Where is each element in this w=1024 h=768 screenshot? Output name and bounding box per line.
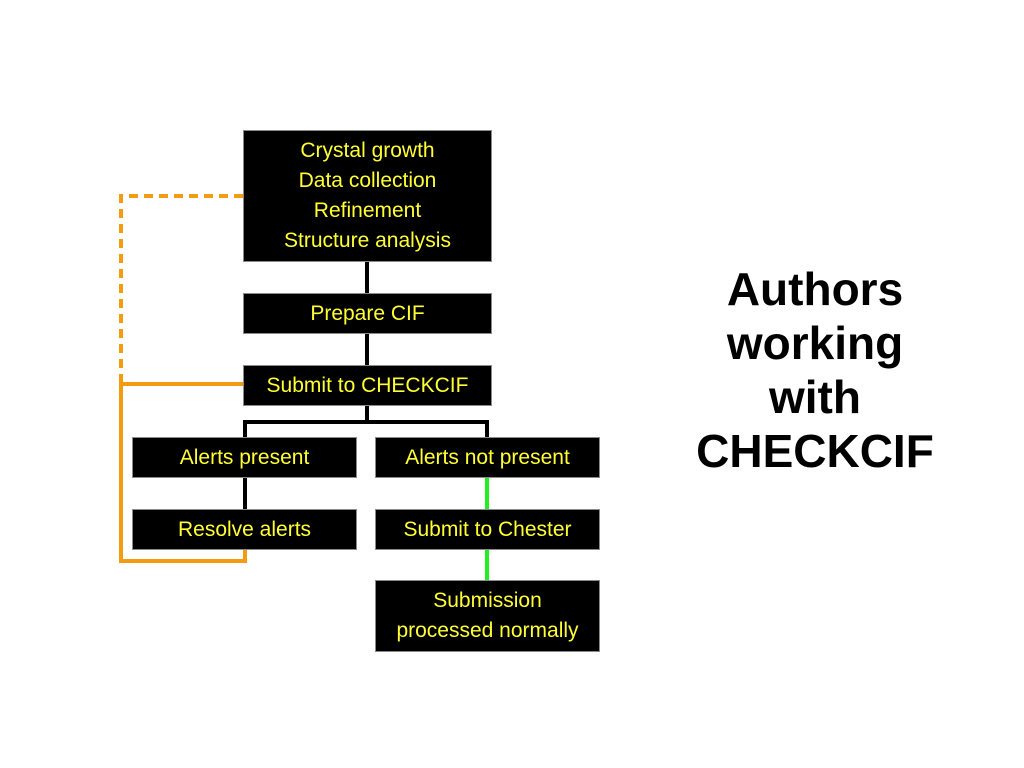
processed-line-2: processed normally — [396, 619, 579, 642]
submit-checkcif-box: Submit to CHECKCIF — [243, 365, 492, 406]
step-structure-analysis: Structure analysis — [284, 229, 451, 252]
prepare-cif-box: Prepare CIF — [243, 293, 492, 334]
research-steps-box: Crystal growth Data collection Refinemen… — [243, 130, 492, 262]
submit-chester-label: Submit to Chester — [403, 517, 572, 541]
title-line-3: with — [769, 371, 861, 423]
submit-chester-box: Submit to Chester — [375, 509, 600, 550]
alerts-not-present-box: Alerts not present — [375, 437, 600, 478]
alerts-present-box: Alerts present — [132, 437, 357, 478]
title-line-1: Authors — [726, 263, 904, 315]
submission-processed-box: Submission processed normally — [375, 580, 600, 652]
step-refinement: Refinement — [313, 199, 422, 222]
resolve-alerts-box: Resolve alerts — [132, 509, 357, 550]
resolve-alerts-label: Resolve alerts — [177, 517, 312, 541]
feedback-loop-solid — [119, 382, 247, 563]
title-line-2: working — [726, 317, 904, 369]
submit-checkcif-label: Submit to CHECKCIF — [266, 373, 469, 397]
alerts-not-present-label: Alerts not present — [405, 445, 570, 469]
processed-line-1: Submission — [433, 589, 542, 612]
alerts-present-label: Alerts present — [179, 445, 310, 469]
title-line-4: CHECKCIF — [696, 425, 934, 477]
prepare-cif-label: Prepare CIF — [310, 301, 425, 325]
step-data-collection: Data collection — [298, 169, 437, 192]
step-crystal-growth: Crystal growth — [300, 139, 435, 162]
slide-title: Authors working with CHECKCIF — [660, 262, 970, 478]
feedback-loop-dashed — [119, 194, 243, 384]
